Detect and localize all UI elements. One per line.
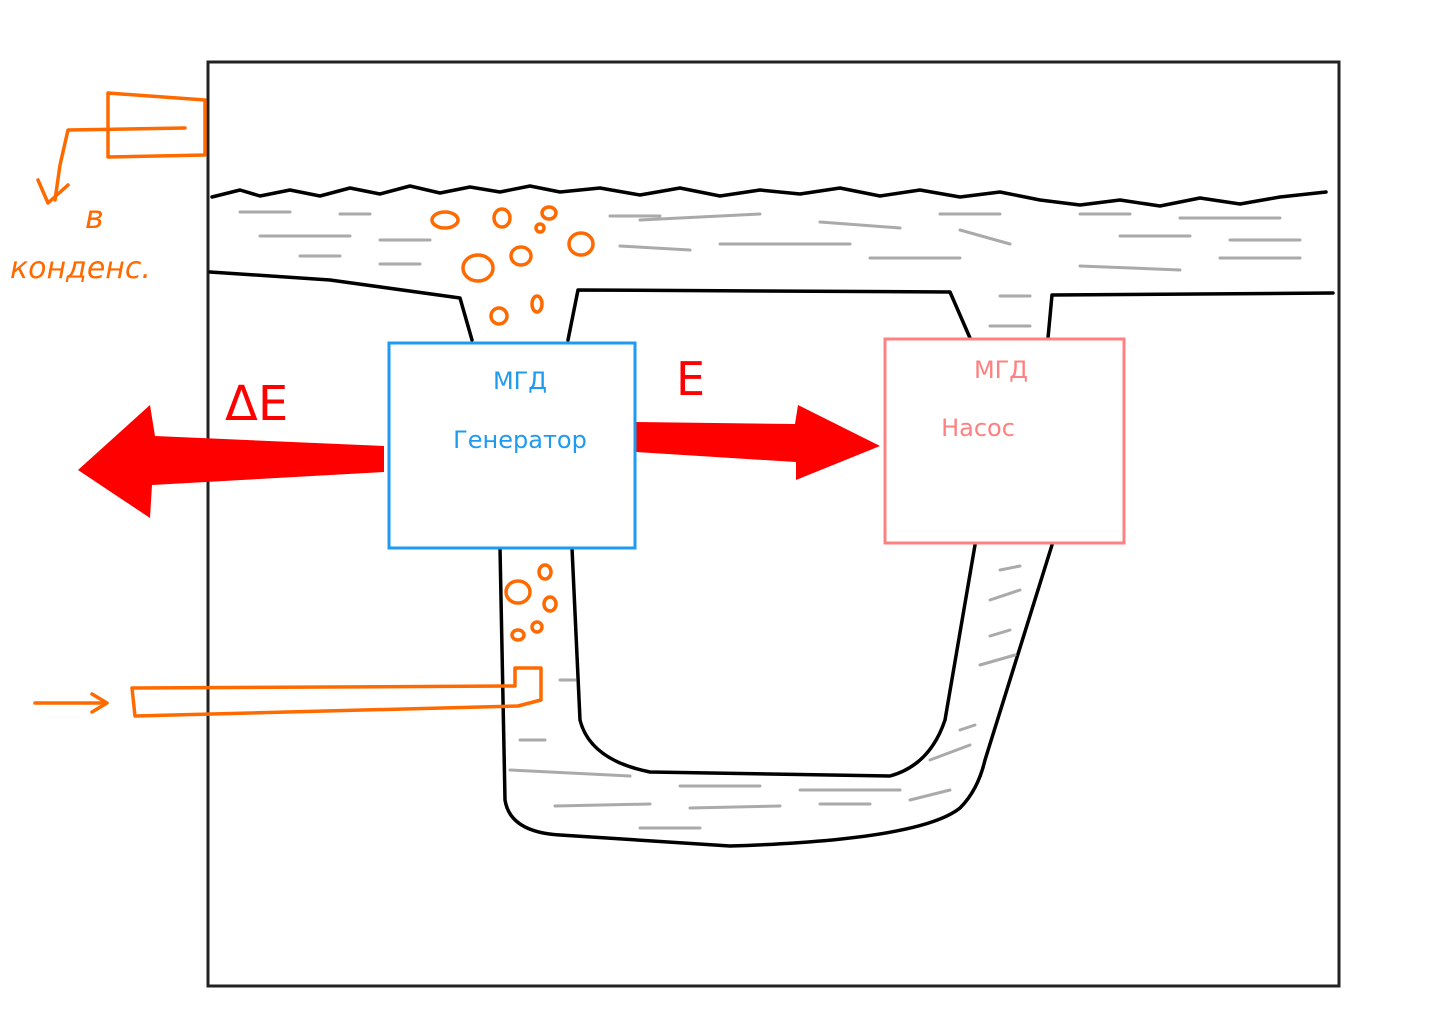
pump-subtitle: Насос xyxy=(941,414,1015,442)
generator-title: МГД xyxy=(493,367,547,395)
pump-title: МГД xyxy=(974,356,1028,384)
transfer-energy-arrow xyxy=(636,405,880,480)
frame xyxy=(206,60,1341,988)
output-energy-label: ΔE xyxy=(225,376,288,432)
condenser-outlet xyxy=(36,91,207,205)
mhd-generator: МГД Генератор xyxy=(387,341,637,550)
inlet-pipe xyxy=(33,666,543,718)
transfer-energy-label: E xyxy=(676,352,705,406)
generator-subtitle: Генератор xyxy=(453,426,587,454)
condenser-note-line1: в xyxy=(85,198,104,236)
condenser-note-line2: конденс. xyxy=(10,251,151,286)
water-dashes xyxy=(238,210,1302,830)
arrow-right-icon xyxy=(90,692,109,714)
steam-bubbles xyxy=(430,205,595,642)
pipe-outline xyxy=(208,184,1335,848)
mhd-pump: МГД Насос xyxy=(883,337,1126,545)
arrow-down-icon xyxy=(36,178,70,205)
output-energy-arrow xyxy=(78,405,384,518)
